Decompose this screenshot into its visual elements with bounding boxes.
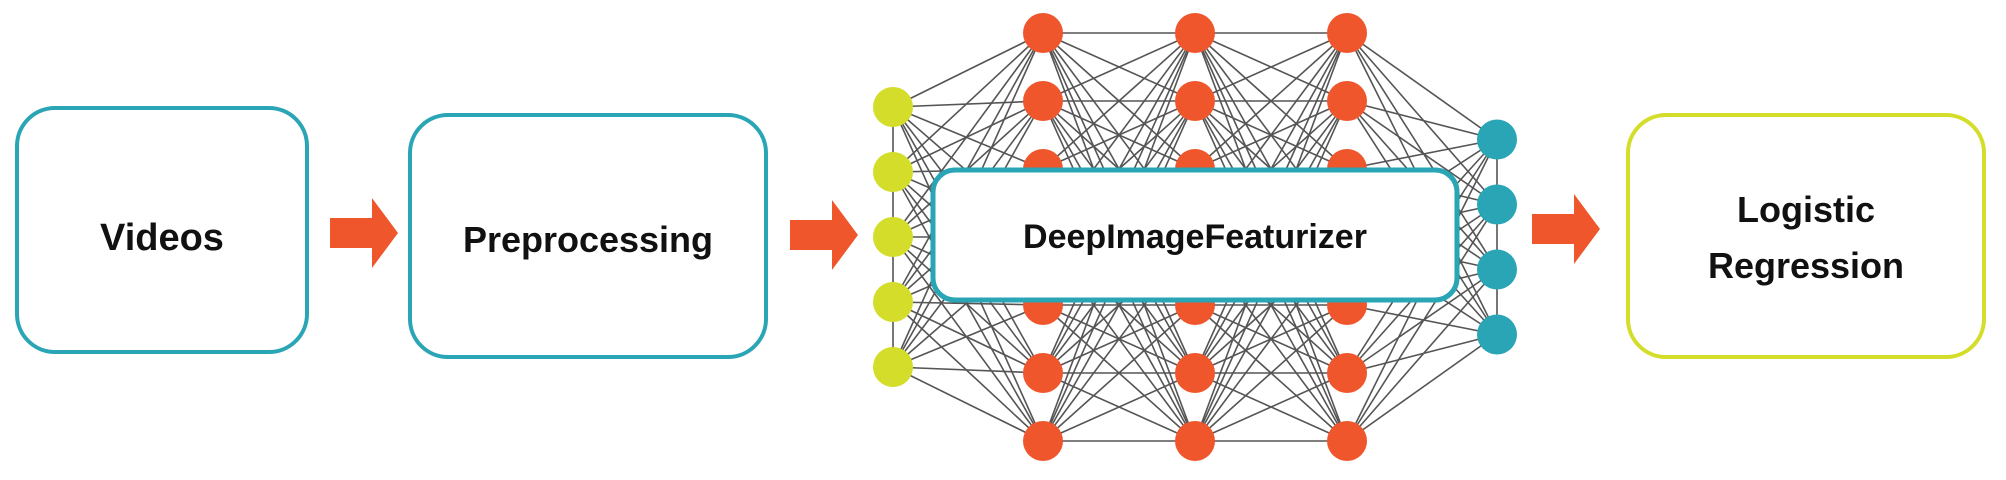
network-node	[1175, 13, 1215, 53]
network-edge	[892, 32, 1044, 108]
network-edge	[1194, 304, 1348, 442]
network-node	[873, 217, 913, 257]
network-edge	[892, 301, 1044, 306]
network-edge	[1194, 372, 1348, 442]
network-node	[1477, 184, 1517, 225]
logistic-regression-step: Logistic Regression	[1626, 113, 1986, 359]
featurizer-label: DeepImageFeaturizer	[1023, 218, 1367, 256]
network-edge	[892, 32, 1044, 238]
network-node	[873, 347, 913, 387]
network-edge	[1042, 372, 1196, 442]
preprocessing-box	[408, 113, 768, 359]
network-edge	[1346, 138, 1498, 170]
network-node	[1175, 353, 1215, 393]
network-edge	[892, 301, 1044, 442]
network-node	[1175, 421, 1215, 461]
network-node	[1327, 353, 1367, 393]
featurizer-box	[930, 167, 1460, 303]
featurizer-step: DeepImageFeaturizer	[930, 167, 1460, 303]
network-nodes	[873, 13, 1517, 461]
network-edge	[1346, 333, 1498, 374]
network-edge	[1346, 100, 1498, 141]
network-edge	[1346, 304, 1498, 336]
network-edge	[1346, 100, 1498, 206]
network-edge	[1194, 32, 1348, 170]
network-edge	[892, 366, 1044, 374]
network-edge	[1346, 333, 1498, 442]
network-edge	[892, 100, 1044, 108]
network-node	[873, 152, 913, 192]
network-edge	[892, 100, 1044, 173]
network-node	[1477, 249, 1517, 290]
network-edge	[1042, 32, 1196, 170]
network-edge	[1042, 32, 1196, 102]
logistic-label-line1: Logistic	[1737, 189, 1875, 230]
network-edge	[1346, 32, 1498, 141]
network-node	[1023, 421, 1063, 461]
videos-step: Videos	[15, 106, 309, 354]
network-node	[1023, 81, 1063, 121]
network-edge	[1346, 268, 1498, 374]
network-node	[1175, 81, 1215, 121]
network-edge	[1346, 32, 1498, 270]
preprocessing-step: Preprocessing	[408, 113, 768, 359]
network-edge	[1346, 268, 1498, 442]
logistic-regression-box	[1626, 113, 1986, 359]
network-edge	[892, 236, 1044, 442]
network-edge	[892, 106, 1044, 170]
network-edge	[892, 366, 1044, 442]
network-node	[1477, 314, 1517, 355]
network-edge	[892, 32, 1044, 173]
network-edge	[1346, 32, 1498, 206]
network-node	[873, 87, 913, 127]
network-edge	[1194, 32, 1348, 102]
network-node	[1023, 13, 1063, 53]
network-node	[1327, 421, 1367, 461]
arrow-right-icon	[1532, 194, 1600, 264]
network-edge	[892, 171, 1044, 442]
arrow-right-icon	[790, 200, 858, 270]
network-node	[1327, 13, 1367, 53]
network-node	[1327, 81, 1367, 121]
network-node	[873, 282, 913, 322]
preprocessing-label: Preprocessing	[463, 219, 713, 260]
network-edge	[892, 301, 1044, 374]
network-node	[1477, 119, 1517, 160]
network-edge	[1042, 304, 1196, 442]
network-node	[1023, 353, 1063, 393]
videos-box	[15, 106, 309, 354]
network-edge	[892, 236, 1044, 374]
arrow-right-icon	[330, 198, 398, 268]
network-edge	[892, 304, 1044, 368]
network-edge	[1346, 204, 1498, 442]
logistic-label-line2: Regression	[1708, 245, 1904, 286]
videos-label: Videos	[100, 217, 224, 259]
